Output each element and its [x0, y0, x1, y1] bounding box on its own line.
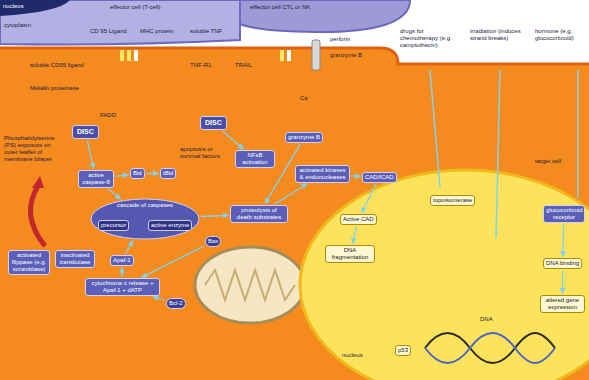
- node-text: Bax: [208, 238, 218, 245]
- stimulus-label: irradiation (induces strand breaks): [470, 28, 525, 42]
- pathway-arrow: [562, 225, 564, 257]
- enzyme-box: topoisomerase: [430, 195, 475, 206]
- process-box: cytochrome c release + Apaf-1 + dATP: [85, 278, 160, 296]
- protein-box: CAD/ICAD: [362, 172, 397, 183]
- protein-pill: Bcl-2: [166, 298, 186, 309]
- region-label: cytoplasm: [4, 22, 31, 29]
- node-text: precursor: [101, 222, 126, 229]
- process-box: activated flippase (e.g. scramblase): [8, 250, 50, 275]
- node-text: cascade of caspases: [90, 202, 200, 209]
- node-text: active enzyme: [151, 222, 189, 229]
- molecule-label: soluble CD95 ligand: [30, 62, 84, 69]
- node-text: CAD/ICAD: [365, 174, 394, 181]
- node-text: activated flippase (e.g. scramblase): [11, 252, 47, 273]
- process-box: DNA fragmentation: [325, 245, 375, 263]
- molecule-label: MHC protein: [140, 28, 174, 35]
- process-box: altered gene expression: [540, 295, 585, 313]
- stimulus-label: drugs for chemotherapy (e.g. camptotheci…: [400, 28, 460, 49]
- protein-pill: Bax: [205, 236, 221, 247]
- disc-complex: DISC: [72, 125, 99, 139]
- node-text: Bid: [133, 170, 142, 177]
- pathway-arrow: [108, 189, 120, 199]
- cell-label: target cell: [535, 158, 561, 165]
- protein-box: Apaf-1: [110, 255, 134, 266]
- node-text: DISC: [205, 119, 222, 127]
- protein-box: p53: [395, 345, 411, 356]
- pathway-arrow: [362, 184, 376, 212]
- molecule-label: DNA: [480, 316, 493, 323]
- node-text: DNA binding: [546, 260, 579, 267]
- pathway-arrow: [153, 296, 165, 300]
- state-box: active enzyme: [148, 220, 192, 231]
- node-text: proteolysis of death substrates: [233, 207, 285, 221]
- molecule-label: Metallo proteinase: [30, 85, 79, 92]
- molecule-label: granzyme B: [330, 52, 362, 59]
- note-label: apoptosis or survival factors: [180, 146, 228, 160]
- node-text: cytochrome c release + Apaf-1 + dATP: [88, 280, 157, 294]
- node-text: DNA fragmentation: [328, 247, 372, 261]
- node-text: tBid: [163, 170, 173, 177]
- process-box: inactivated translocase: [55, 250, 95, 268]
- cell-label: effector cell (T-cell): [110, 4, 161, 11]
- molecule-label: TNF-R1: [190, 62, 211, 69]
- molecule-label: CD 95 Ligand: [90, 28, 127, 35]
- protein-box: tBid: [160, 168, 176, 179]
- pathway-arrow: [121, 268, 122, 277]
- protein-box: Bid: [130, 168, 145, 179]
- node-text: glucocorticoid receptor: [546, 207, 582, 221]
- pathway-arrow: [201, 215, 228, 216]
- pathway-arrow: [116, 175, 129, 177]
- node-text: NFκB activation: [238, 152, 272, 166]
- pathway-arrow: [562, 271, 563, 294]
- enzyme-box: active caspase-8: [78, 170, 114, 188]
- disc-complex: DISC: [200, 116, 227, 130]
- node-text: Apaf-1: [113, 257, 131, 264]
- node-text: Active CAD: [343, 216, 374, 223]
- pathway-arrow: [352, 175, 361, 177]
- enzyme-box: granzyme B: [285, 132, 323, 143]
- process-box: DNA binding: [543, 258, 582, 269]
- molecule-label: TRAIL: [235, 62, 252, 69]
- node-text: DISC: [77, 128, 94, 136]
- node-text: Bcl-2: [169, 300, 183, 307]
- node-text: inactivated translocase: [58, 252, 92, 266]
- node-text: topoisomerase: [433, 197, 472, 204]
- pathway-arrow: [146, 173, 158, 174]
- node-text: active caspase-8: [81, 172, 111, 186]
- process-box: activated kinases & endonucleases: [295, 165, 350, 183]
- node-text: granzyme B: [288, 134, 320, 141]
- node-text: activated kinases & endonucleases: [298, 167, 347, 181]
- molecule-label: FADD: [100, 112, 116, 119]
- state-box: precursor: [98, 220, 129, 231]
- pathway-arrow: [353, 227, 357, 244]
- cascade-ellipse: cascade of caspases precursor active enzym…: [90, 198, 200, 240]
- enzyme-box: Active CAD: [340, 214, 377, 225]
- note-label: Phosphatidylserine (PS) exposure on oute…: [4, 135, 66, 163]
- pathway-arrow: [223, 131, 244, 149]
- pathway-arrow: [87, 141, 93, 169]
- ion-label: Ca: [300, 95, 308, 102]
- pathway-arrow: [142, 246, 204, 277]
- pathway-arrow: [275, 184, 307, 204]
- molecule-label: perforin: [330, 36, 350, 43]
- receptor-box: glucocorticoid receptor: [543, 205, 585, 223]
- process-box: proteolysis of death substrates: [230, 205, 288, 223]
- molecule-label: soluble TNF: [190, 28, 222, 35]
- node-text: altered gene expression: [543, 297, 582, 311]
- cell-label: effector cell CTL or NK: [250, 4, 310, 11]
- stimulus-label: hormone (e.g. glucocorticoid): [535, 28, 585, 42]
- pathway-arrow: [126, 241, 133, 254]
- ellipse-shape: [91, 199, 199, 239]
- region-label: nucleus: [3, 3, 24, 10]
- region-label: nucleus: [342, 352, 363, 359]
- node-text: p53: [398, 347, 408, 354]
- process-box: NFκB activation: [235, 150, 275, 168]
